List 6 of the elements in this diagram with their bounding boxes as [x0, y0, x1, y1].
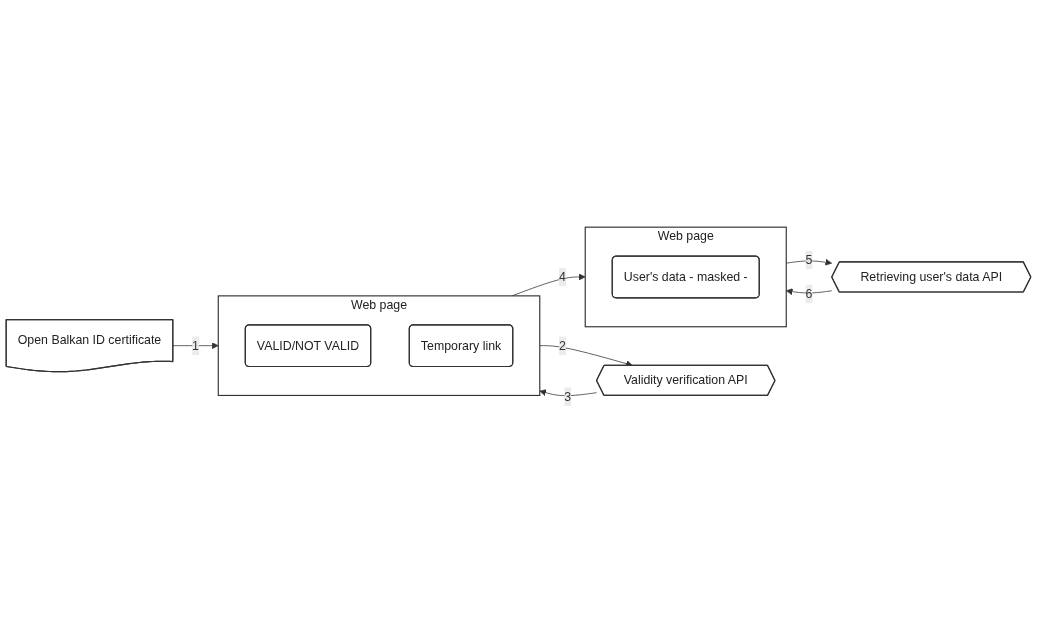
edge-label: 1	[192, 338, 199, 352]
edge-label: 4	[559, 269, 566, 284]
edge-label: 2	[559, 338, 566, 352]
edge-label: 3	[564, 389, 572, 403]
edge-label: 5	[805, 252, 813, 267]
edge-label: 6	[805, 286, 813, 301]
